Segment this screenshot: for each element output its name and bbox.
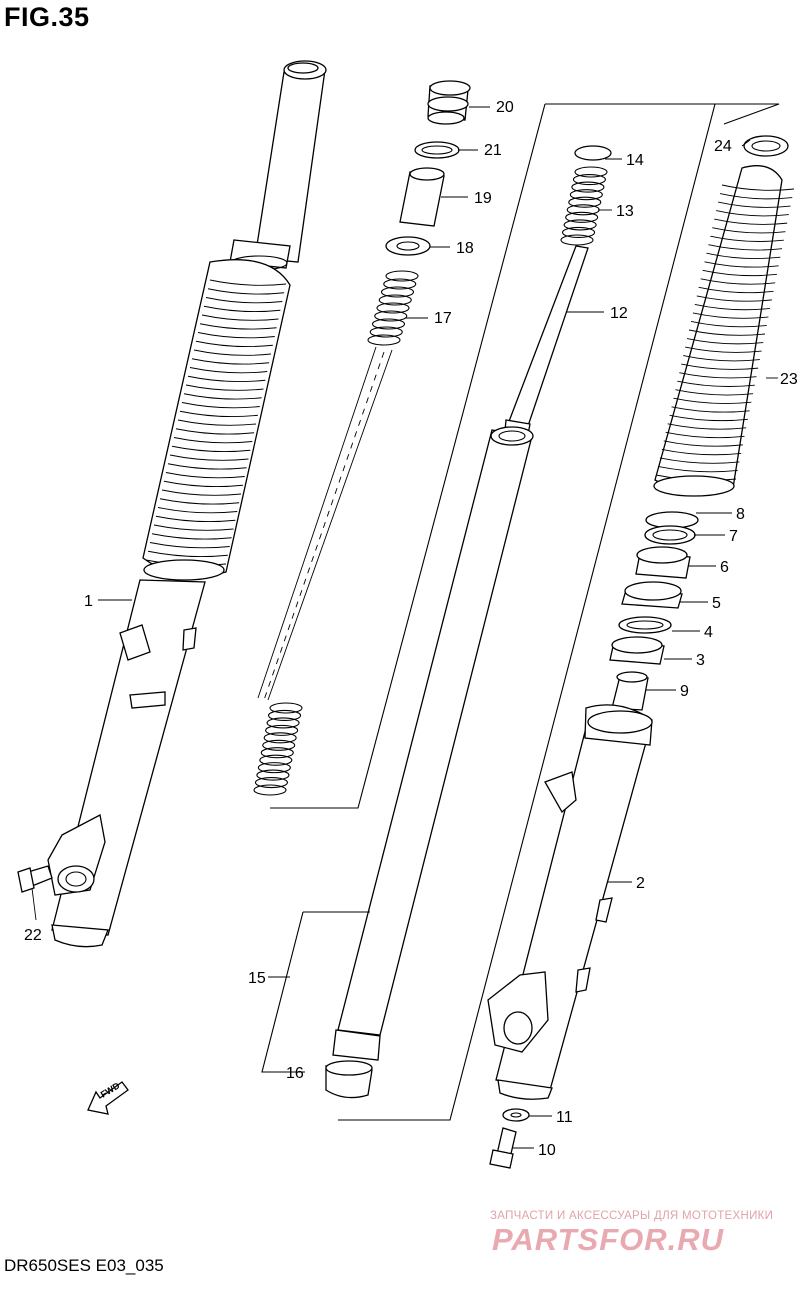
callout-22: 22 xyxy=(24,927,42,944)
callout-5: 5 xyxy=(712,595,721,612)
watermark-tagline: ЗАПЧАСТИ И АКСЕССУАРЫ ДЛЯ МОТОТЕХНИКИ xyxy=(490,1210,774,1222)
callout-11: 11 xyxy=(556,1109,573,1126)
callout-17: 17 xyxy=(434,310,452,327)
callout-24: 24 xyxy=(714,138,732,155)
callout-3: 3 xyxy=(696,652,705,669)
callout-12: 12 xyxy=(610,305,628,322)
damper-rod-group xyxy=(253,80,471,796)
callout-7: 7 xyxy=(729,528,738,545)
callout-19: 19 xyxy=(474,190,492,207)
callout-14: 14 xyxy=(626,152,644,169)
callout-labels: 20 21 19 18 17 14 13 12 24 23 8 7 6 5 4 … xyxy=(24,99,798,1159)
callout-8: 8 xyxy=(736,506,745,523)
callout-18: 18 xyxy=(456,240,474,257)
callout-23: 23 xyxy=(780,371,798,388)
callout-4: 4 xyxy=(704,624,713,641)
left-fork-assembly xyxy=(17,60,327,948)
callout-2: 2 xyxy=(636,875,645,892)
callout-21: 21 xyxy=(484,142,502,159)
callout-9: 9 xyxy=(680,683,689,700)
callout-16: 16 xyxy=(286,1065,304,1082)
figure-title: FIG.35 xyxy=(4,2,90,32)
fwd-arrow-icon: FWD xyxy=(87,1080,129,1115)
center-tube-group xyxy=(325,145,612,1099)
callout-15: 15 xyxy=(248,970,266,987)
leader-lines xyxy=(98,103,780,1149)
figure-code: DR650SES E03_035 xyxy=(4,1256,164,1275)
callout-10: 10 xyxy=(538,1142,556,1159)
callout-20: 20 xyxy=(496,99,514,116)
callout-13: 13 xyxy=(616,203,634,220)
right-fork-assembly xyxy=(487,135,795,1169)
watermark-brand: PARTSFOR.RU xyxy=(492,1222,725,1257)
callout-6: 6 xyxy=(720,559,729,576)
callout-1: 1 xyxy=(84,593,93,610)
